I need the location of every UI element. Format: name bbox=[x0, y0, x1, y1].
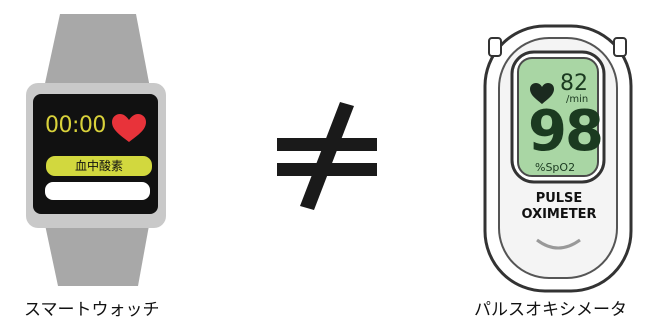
watch-blank-bar bbox=[45, 182, 150, 200]
oximeter-button-arc bbox=[536, 238, 581, 250]
oximeter-label-line2: OXIMETER bbox=[521, 207, 597, 222]
pulse-oximeter-caption: パルスオキシメータ bbox=[474, 300, 627, 320]
pulse-value: 82 bbox=[560, 71, 588, 96]
spo2-unit: %SpO2 bbox=[535, 161, 576, 174]
watch-strap-bottom bbox=[44, 220, 150, 286]
smartwatch-caption: スマートウォッチ bbox=[24, 300, 160, 320]
spo2-value: 98 bbox=[528, 99, 604, 164]
oximeter-device bbox=[483, 24, 633, 293]
watch-blood-oxygen-badge: 血中酸素 bbox=[46, 156, 152, 176]
oximeter-heart-icon bbox=[530, 83, 554, 104]
not-equal-symbol bbox=[277, 102, 377, 210]
watch-strap-top bbox=[44, 14, 150, 88]
oximeter-label-line1: PULSE bbox=[535, 191, 583, 206]
pulse-unit: /min bbox=[566, 94, 589, 105]
heart-icon bbox=[112, 114, 146, 142]
watch-time-display: 00:00 bbox=[45, 113, 106, 138]
